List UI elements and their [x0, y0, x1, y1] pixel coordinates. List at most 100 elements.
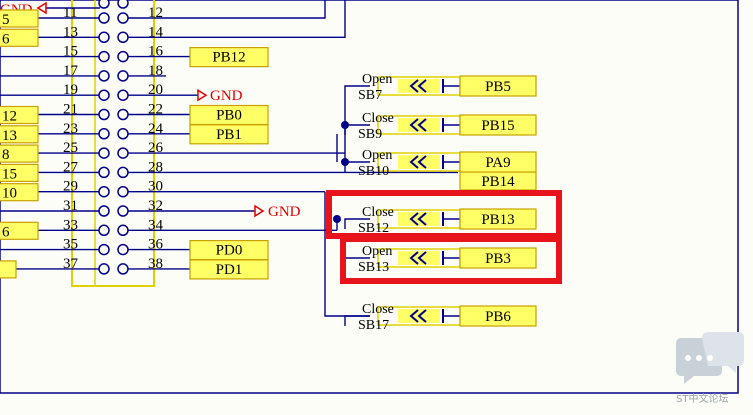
- left-net-box: [0, 144, 39, 163]
- pin-circle-left: [98, 205, 110, 217]
- pin-circle-right: [117, 205, 129, 217]
- pin-circle-right: [117, 50, 129, 63]
- pin-circle-left: [98, 0, 110, 9]
- bus-wire: [166, 0, 346, 38]
- pin-circle-left: [98, 263, 110, 275]
- bridge-ref-label: SB7: [358, 88, 382, 103]
- pin-number-left: 23: [63, 121, 78, 137]
- left-net-box: [0, 28, 39, 47]
- bridge-chevron: [417, 79, 427, 93]
- pin-number-right: 14: [148, 24, 164, 40]
- header-body: [71, 0, 155, 287]
- pin-circle-left: [98, 243, 110, 256]
- watermark-text: ST中文论坛: [676, 392, 728, 405]
- bridge-state-label: Open: [362, 244, 392, 259]
- left-net-box: [0, 125, 39, 144]
- pin-circle-right: [117, 31, 129, 44]
- right-net-label: PB12: [212, 50, 245, 66]
- watermark-dot: [707, 355, 713, 361]
- pin-circle-left: [98, 70, 110, 82]
- gnd-label-right: GND: [268, 204, 301, 220]
- junction-dot: [333, 215, 341, 223]
- pin-number-right: 26: [148, 140, 164, 156]
- bus-wire: [166, 0, 326, 19]
- bridge-net-box: [459, 208, 537, 230]
- bridge-chevron: [409, 155, 419, 169]
- left-net-label: 10: [2, 186, 17, 202]
- pin-circle-left: [98, 12, 110, 24]
- bridge-chevron: [417, 212, 427, 226]
- bridge-chevron: [409, 251, 419, 265]
- left-net-label: 6: [2, 31, 10, 47]
- bridge-state-label: Close: [362, 302, 394, 317]
- pin-circle-left: [98, 185, 110, 198]
- pin-circle-right: [117, 185, 129, 198]
- left-net-label: 13: [2, 128, 17, 144]
- bridge-state-label: Open: [362, 148, 392, 163]
- pin-circle-right: [117, 128, 129, 140]
- pin-number-left: 25: [63, 140, 78, 156]
- pin-circle-right: [117, 166, 129, 179]
- gnd-arrow-right: [254, 204, 265, 218]
- bridge-state-label: Close: [362, 205, 394, 220]
- right-net-box: [189, 259, 269, 280]
- pin-circle-right: [117, 70, 129, 82]
- bridge-net-box: [459, 305, 537, 327]
- pin-number-left: 19: [63, 82, 78, 98]
- pin-number-right: 22: [148, 102, 163, 118]
- right-net-box: [189, 124, 269, 145]
- pin-circle-right: [117, 12, 129, 24]
- left-net-label: 15: [2, 166, 17, 182]
- bridge-ref-label: SB12: [358, 221, 389, 236]
- pin-circle-left: [98, 128, 110, 140]
- pin-circle-left: [98, 224, 110, 237]
- bridge-net-label: PB3: [485, 251, 511, 267]
- left-net-box: [0, 221, 39, 240]
- pin-circle-right: [117, 0, 129, 9]
- watermark-dot: [685, 355, 691, 361]
- bridge-chevron: [409, 79, 419, 93]
- bridge-net-box: [459, 151, 537, 173]
- bridge-wire-in: [344, 218, 370, 229]
- left-net-box: [0, 9, 39, 28]
- watermark-dot: [696, 355, 702, 361]
- left-net-box: [0, 163, 39, 182]
- highlight-box: [340, 236, 562, 284]
- bridge-ref-label: SB17: [358, 318, 389, 333]
- pin-number-right: 16: [148, 44, 164, 60]
- pin-number-right: 38: [148, 256, 163, 272]
- bridge-net-label: PB6: [485, 309, 511, 325]
- pin-number-right: 34: [148, 217, 164, 233]
- right-net-label: PB0: [216, 108, 242, 124]
- bridge-ref-label: SB9: [358, 127, 382, 142]
- pin-number-right: 24: [148, 121, 164, 137]
- right-net-label: PD1: [216, 262, 243, 278]
- pin-circle-left: [98, 108, 110, 121]
- bridge-chevron: [409, 118, 419, 132]
- pin-number-left: 13: [63, 24, 78, 40]
- pin-number-left: 21: [63, 102, 78, 118]
- bridge-chevron: [409, 212, 419, 226]
- pin-number-right: 30: [148, 179, 163, 195]
- pin-number-right: 36: [148, 237, 164, 253]
- pin-number-left: 15: [63, 44, 78, 60]
- pin-circle-right: [117, 263, 129, 275]
- bridge-net-label: PB15: [481, 118, 514, 134]
- pin-number-left: 35: [63, 237, 78, 253]
- bridge-ref-label: SB10: [358, 164, 389, 179]
- pin-number-left: 37: [63, 256, 79, 272]
- left-net-label: 5: [2, 12, 10, 28]
- pin-circle-right: [117, 243, 129, 256]
- left-net-box: [0, 260, 17, 279]
- bridge-ref-label: SB13: [358, 260, 389, 275]
- pin-number-left: 33: [63, 217, 78, 233]
- pin-number-left: 31: [63, 198, 78, 214]
- pin-circle-left: [98, 89, 110, 101]
- right-net-label: PB1: [216, 127, 242, 143]
- pin-number-right: 32: [148, 198, 163, 214]
- bridge-wire-in: [344, 315, 370, 326]
- pin-number-left: 11: [63, 5, 77, 21]
- bridge-net-label: PB13: [481, 212, 514, 228]
- pin-number-left: 29: [63, 179, 78, 195]
